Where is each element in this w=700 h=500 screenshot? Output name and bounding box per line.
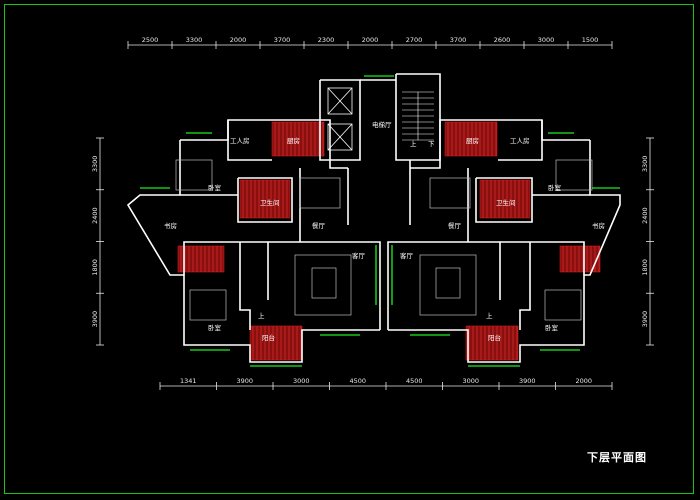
bottom-dim-label: 2000 [575, 377, 592, 385]
bottom-dim-label: 3000 [462, 377, 479, 385]
right-dim-label: 1800 [641, 259, 649, 276]
top-dim-label: 3700 [274, 36, 291, 44]
label-bedroom-left-1: 卧室 [208, 183, 222, 192]
left-dim-label: 3300 [91, 156, 99, 173]
top-dim-label: 2500 [142, 36, 159, 44]
drawing-frame [4, 4, 694, 494]
left-dimension-chain: 3300 2400 1800 3900 [91, 137, 104, 346]
top-dim-label: 3000 [538, 36, 555, 44]
walls [126, 73, 621, 363]
top-dim-label: 2000 [362, 36, 379, 44]
label-bathroom-left: 卫生间 [260, 198, 280, 207]
bottom-dim-label: 3900 [519, 377, 536, 385]
label-elevator-hall: 电梯厅 [372, 120, 392, 129]
label-stair-up: 上 [410, 139, 417, 148]
bottom-dim-label: 4500 [406, 377, 423, 385]
top-dim-label: 2000 [230, 36, 247, 44]
label-up-left: 上 [258, 311, 265, 320]
top-dim-label: 3300 [186, 36, 203, 44]
bottom-dimension-chain: 1341 3900 3000 4500 4500 3000 3900 2000 [159, 377, 613, 390]
bottom-dim-label: 1341 [180, 377, 197, 385]
right-dimension-chain: 3300 2400 1800 3900 [641, 137, 654, 346]
hatched-areas [177, 121, 601, 361]
windows [140, 75, 620, 367]
stair [402, 91, 434, 141]
top-dim-label: 2300 [318, 36, 335, 44]
left-dim-label: 1800 [91, 259, 99, 276]
label-bedroom-right-1: 卧室 [548, 183, 562, 192]
label-dining-right: 餐厅 [448, 221, 462, 230]
top-dim-label: 2700 [406, 36, 423, 44]
bottom-dim-label: 3900 [236, 377, 253, 385]
room-labels: 工人房 厨房 卫生间 卧室 餐厅 客厅 卧室 阳台 书房 电梯厅 上 下 工人房… [164, 120, 605, 342]
right-dim-label: 2400 [641, 207, 649, 224]
label-bedroom-right-2: 卧室 [545, 323, 559, 332]
label-study-left: 书房 [164, 221, 177, 230]
top-dim-label: 1500 [582, 36, 599, 44]
label-up-right: 上 [486, 311, 493, 320]
label-dining-left: 餐厅 [312, 221, 326, 230]
right-dim-label: 3900 [641, 311, 649, 328]
elevators [327, 87, 353, 151]
label-servant-room-right: 工人房 [510, 136, 530, 145]
top-dim-label: 3700 [450, 36, 467, 44]
label-stair-down: 下 [428, 140, 435, 148]
bottom-dim-label: 3000 [293, 377, 310, 385]
bottom-dim-label: 4500 [349, 377, 366, 385]
label-kitchen-right: 厨房 [466, 136, 479, 145]
label-bathroom-right: 卫生间 [496, 198, 516, 207]
drawing-title: 下层平面图 [587, 451, 647, 464]
label-bedroom-left-2: 卧室 [208, 323, 222, 332]
hatch-lines [180, 122, 600, 360]
label-balcony-left: 阳台 [262, 333, 275, 342]
top-dimension-chain: 2500 3300 2000 3700 2300 2000 2700 3700 2600 3000… [127, 36, 613, 49]
label-study-right: 书房 [592, 221, 605, 230]
furniture [175, 159, 593, 321]
label-living-left: 客厅 [352, 251, 366, 260]
left-dim-label: 3900 [91, 311, 99, 328]
label-balcony-right: 阳台 [488, 333, 501, 342]
left-dim-label: 2400 [91, 207, 99, 224]
label-kitchen-left: 厨房 [287, 136, 300, 145]
right-dim-label: 3300 [641, 156, 649, 173]
label-living-right: 客厅 [400, 251, 414, 260]
label-servant-room-left: 工人房 [230, 136, 250, 145]
top-dim-label: 2600 [494, 36, 511, 44]
